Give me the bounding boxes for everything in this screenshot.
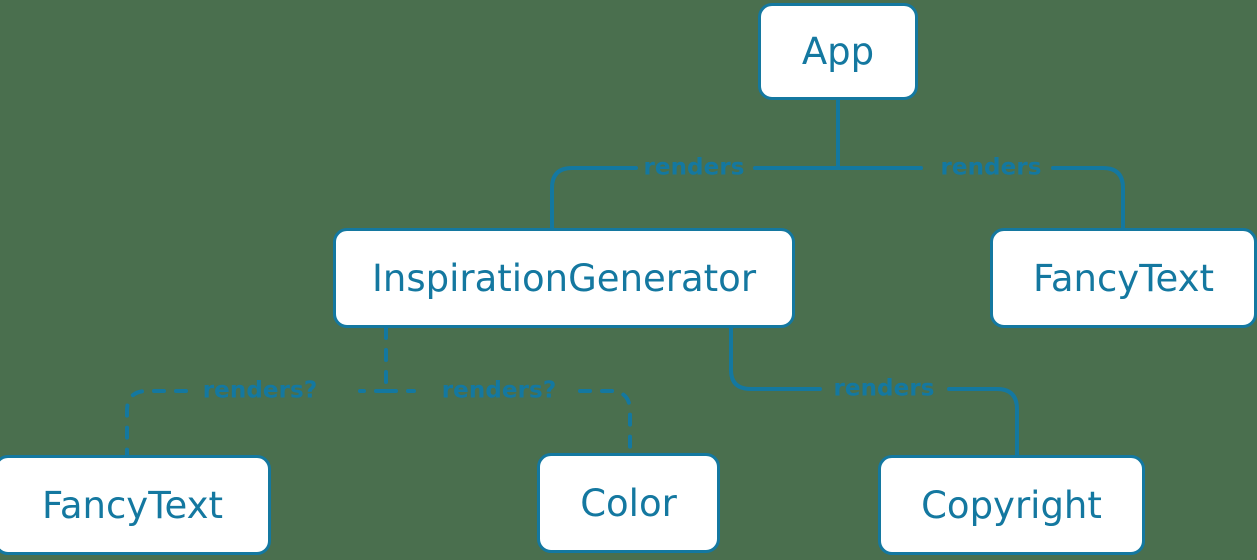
edge-app-to-fancytext-right [836,166,1125,230]
edge-app-to-inspiration-generator [550,166,840,230]
node-inspiration-generator[interactable]: InspirationGenerator [333,228,795,328]
node-fancytext-bottom-label: FancyText [41,483,224,527]
edge-inspiration-generator-to-color [384,389,632,455]
edge-label-app-to-fancytext-right: renders [940,154,1042,181]
edge-inspiration-generator-to-fancytext-bottom [125,389,388,457]
node-color[interactable]: Color [537,453,720,553]
node-inspiration-generator-label: InspirationGenerator [371,256,757,300]
node-copyright[interactable]: Copyright [878,455,1145,555]
node-app[interactable]: App [758,3,918,100]
edge-label-app-to-inspiration-generator: renders [643,154,745,181]
edge-inspiration-generator-to-copyright [729,326,1019,457]
edge-label-inspiration-generator-to-copyright: renders [833,375,935,402]
node-fancytext-right[interactable]: FancyText [990,228,1257,328]
node-fancytext-right-label: FancyText [1032,256,1215,300]
edge-label-inspiration-generator-to-color: renders? [441,377,557,404]
node-app-label: App [801,30,875,73]
node-color-label: Color [580,481,677,525]
node-fancytext-bottom[interactable]: FancyText [0,455,271,555]
edge-label-inspiration-generator-to-fancytext-bottom: renders? [202,377,318,404]
node-copyright-label: Copyright [921,483,1102,527]
